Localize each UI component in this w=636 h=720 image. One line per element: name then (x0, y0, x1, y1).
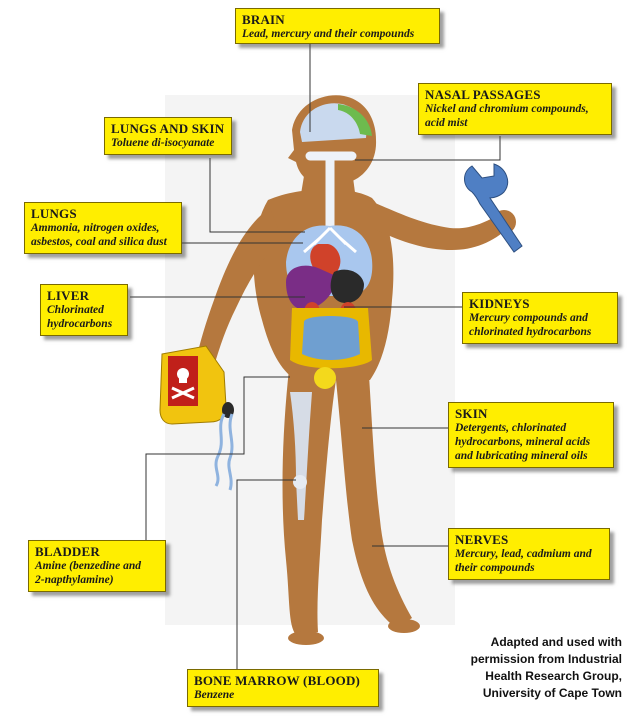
box-nasal-title: NASAL PASSAGES (425, 87, 541, 102)
stomach (330, 269, 364, 304)
intestines (302, 316, 360, 360)
box-skin-line-2: hydrocarbons, mineral acids (455, 436, 591, 448)
box-lungs-line-1: Ammonia, nitrogen oxides, (31, 222, 160, 234)
box-brain-title: BRAIN (242, 12, 285, 27)
box-lungs-and-skin: LUNGS AND SKIN Toluene di-isocyanate (104, 117, 232, 155)
box-lungs-line-2: asbestos, coal and silica dust (31, 236, 167, 248)
box-nerves-title: NERVES (455, 532, 509, 547)
connector-lines (130, 42, 501, 669)
box-kidneys-title: KIDNEYS (469, 296, 530, 311)
box-lungs-skin-line-1: Toluene di-isocyanate (111, 137, 215, 149)
box-skin-line-1: Detergents, chlorinated (455, 422, 567, 434)
credit-line-3: Health Research Group, (485, 669, 622, 683)
box-kidneys-line-1: Mercury compounds and (469, 312, 588, 324)
box-skin-line-3: and lubricating mineral oils (455, 450, 588, 462)
box-liver-title: LIVER (47, 288, 90, 303)
box-nerves-line-2: their compounds (455, 562, 535, 574)
skull-crossbones-icon (171, 368, 195, 400)
box-brain-line-1: Lead, mercury and their compounds (242, 28, 415, 40)
box-bladder: BLADDER Amine (benzedine and 2-napthylam… (28, 540, 166, 592)
credit-text: Adapted and used with permission from In… (432, 634, 622, 702)
credit-line-2: permission from Industrial (470, 652, 622, 666)
liquid-stream (214, 413, 234, 491)
box-kidneys: KIDNEYS Mercury compounds and chlorinate… (462, 292, 618, 344)
knee-bone (293, 475, 307, 489)
right-arm (196, 208, 282, 366)
box-nerves-line-1: Mercury, lead, cadmium and (455, 548, 592, 560)
credit-line-4: University of Cape Town (482, 686, 622, 700)
left-arm (368, 200, 510, 250)
box-brain: BRAIN Lead, mercury and their compounds (235, 8, 440, 44)
box-nasal-line-1: Nickel and chromium compounds, (425, 103, 589, 115)
right-foot (288, 631, 324, 645)
toxic-canister (159, 345, 234, 491)
box-bladder-line-2: 2-napthylamine) (35, 574, 114, 586)
box-liver: LIVER Chlorinated hydrocarbons (40, 284, 128, 336)
leg-bone (290, 392, 312, 520)
box-nerves: NERVES Mercury, lead, cadmium and their … (448, 528, 610, 580)
box-lungs: LUNGS Ammonia, nitrogen oxides, asbestos… (24, 202, 182, 254)
cap-green (338, 104, 372, 136)
box-skin: SKIN Detergents, chlorinated hydrocarbon… (448, 402, 614, 468)
box-kidneys-line-2: chlorinated hydrocarbons (469, 326, 592, 338)
left-foot (388, 619, 420, 633)
box-bladder-line-1: Amine (benzedine and (35, 560, 142, 572)
liver (286, 265, 336, 310)
bladder (314, 367, 336, 389)
box-liver-line-1: Chlorinated (47, 304, 104, 316)
box-bone-marrow: BONE MARROW (BLOOD) Benzene (187, 669, 379, 707)
wrench-icon (464, 163, 523, 253)
box-lungs-skin-title: LUNGS AND SKIN (111, 121, 225, 136)
box-bone-marrow-title: BONE MARROW (BLOOD) (194, 673, 361, 688)
box-lungs-title: LUNGS (31, 206, 77, 221)
box-bladder-title: BLADDER (35, 544, 100, 559)
box-nasal-passages: NASAL PASSAGES Nickel and chromium compo… (418, 83, 612, 135)
left-leg (336, 360, 412, 628)
box-liver-line-2: hydrocarbons (47, 318, 113, 330)
box-nasal-line-2: acid mist (425, 117, 468, 129)
airway (305, 151, 357, 233)
credit-line-1: Adapted and used with (490, 635, 622, 649)
box-skin-title: SKIN (455, 406, 488, 421)
box-bone-marrow-line-1: Benzene (194, 689, 235, 701)
bronchi (303, 226, 357, 254)
